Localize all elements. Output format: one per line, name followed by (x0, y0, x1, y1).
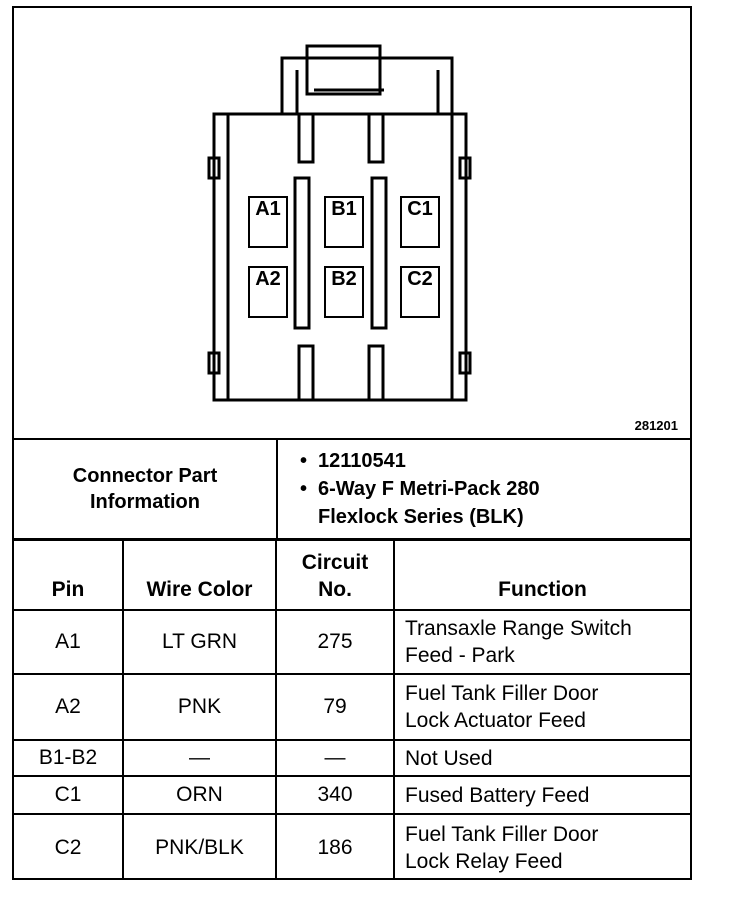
connector-info-label: Connector Part Information (14, 440, 278, 540)
cell-pin: A2 (14, 673, 124, 741)
cell-wire-color: LT GRN (122, 609, 277, 675)
connector-face-drawing (207, 44, 472, 402)
cell-pin: C2 (14, 813, 124, 880)
function-line: Fuel Tank Filler Door (405, 682, 599, 705)
part-number-item: • 12110541 (300, 447, 689, 475)
bullet-icon: • (300, 450, 308, 472)
function-line: Lock Actuator Feed (405, 709, 586, 732)
description-line: Flexlock Series (BLK) (318, 506, 524, 528)
table-row: A1 LT GRN 275 Transaxle Range Switch Fee… (14, 609, 690, 675)
pin-label: B2 (331, 268, 357, 290)
cell-function: Transaxle Range Switch Feed - Park (393, 609, 690, 675)
header-function: Function (393, 539, 690, 611)
bullet-icon: • (300, 478, 308, 500)
cell-pin: A1 (14, 609, 124, 675)
connector-diagram: A1 B1 C1 A2 B2 C2 281201 (14, 8, 690, 440)
function-line: Feed - Park (405, 644, 515, 667)
cell-pin: C1 (14, 775, 124, 815)
description-line: 6-Way F Metri-Pack 280 (318, 478, 540, 500)
pin-cavity-b2: B2 (324, 266, 364, 318)
header-pin: Pin (14, 539, 124, 611)
function-line: Transaxle Range Switch (405, 617, 632, 640)
document-frame: A1 B1 C1 A2 B2 C2 281201 Connector Part … (12, 6, 692, 880)
connector-info-table: Connector Part Information • 12110541 • … (14, 440, 690, 540)
header-circuit-line: No. (318, 578, 352, 601)
function-line: Fuel Tank Filler Door (405, 822, 599, 846)
description-item: Flexlock Series (BLK) (318, 503, 689, 531)
connector-info-details: • 12110541 • 6-Way F Metri-Pack 280 Flex… (277, 440, 690, 540)
table-row: B1-B2 — — Not Used (14, 739, 690, 777)
pin-cavity-c1: C1 (400, 196, 440, 248)
description-item: • 6-Way F Metri-Pack 280 (300, 475, 689, 503)
function-line: Lock Relay Feed (405, 849, 563, 873)
figure-id: 281201 (634, 418, 678, 433)
cell-function: Fuel Tank Filler Door Lock Relay Feed (393, 813, 690, 880)
table-row: A2 PNK 79 Fuel Tank Filler Door Lock Act… (14, 673, 690, 741)
pin-cavity-b1: B1 (324, 196, 364, 248)
header-wire-color: Wire Color (122, 539, 277, 611)
pin-cavity-a1: A1 (248, 196, 288, 248)
header-circuit: Circuit No. (275, 539, 395, 611)
part-number: 12110541 (318, 450, 406, 472)
cell-circuit: 79 (275, 673, 395, 741)
cell-wire-color: PNK/BLK (122, 813, 277, 880)
header-row: Pin Wire Color Circuit No. Function (14, 539, 690, 611)
cell-function: Fused Battery Feed (393, 775, 690, 815)
pinout-table: Pin Wire Color Circuit No. Function A1 L… (14, 539, 690, 880)
cell-circuit: — (275, 739, 395, 777)
label-line: Connector Part (72, 465, 218, 487)
cell-circuit: 186 (275, 813, 395, 880)
pin-label: C2 (407, 268, 433, 290)
cell-circuit: 340 (275, 775, 395, 815)
label-line: Information (90, 491, 200, 513)
pin-label: C1 (407, 198, 433, 220)
header-circuit-line: Circuit (301, 551, 369, 574)
cell-function: Not Used (393, 739, 690, 777)
cell-wire-color: ORN (122, 775, 277, 815)
pin-label: A2 (255, 268, 281, 290)
table-row: C2 PNK/BLK 186 Fuel Tank Filler Door Loc… (14, 813, 690, 880)
pin-cavity-a2: A2 (248, 266, 288, 318)
pin-cavity-c2: C2 (400, 266, 440, 318)
pin-label: B1 (331, 198, 357, 220)
cell-circuit: 275 (275, 609, 395, 675)
cell-wire-color: — (122, 739, 277, 777)
cell-function: Fuel Tank Filler Door Lock Actuator Feed (393, 673, 690, 741)
pin-label: A1 (255, 198, 281, 220)
cell-wire-color: PNK (122, 673, 277, 741)
cell-pin: B1-B2 (14, 739, 124, 777)
table-row: C1 ORN 340 Fused Battery Feed (14, 775, 690, 815)
